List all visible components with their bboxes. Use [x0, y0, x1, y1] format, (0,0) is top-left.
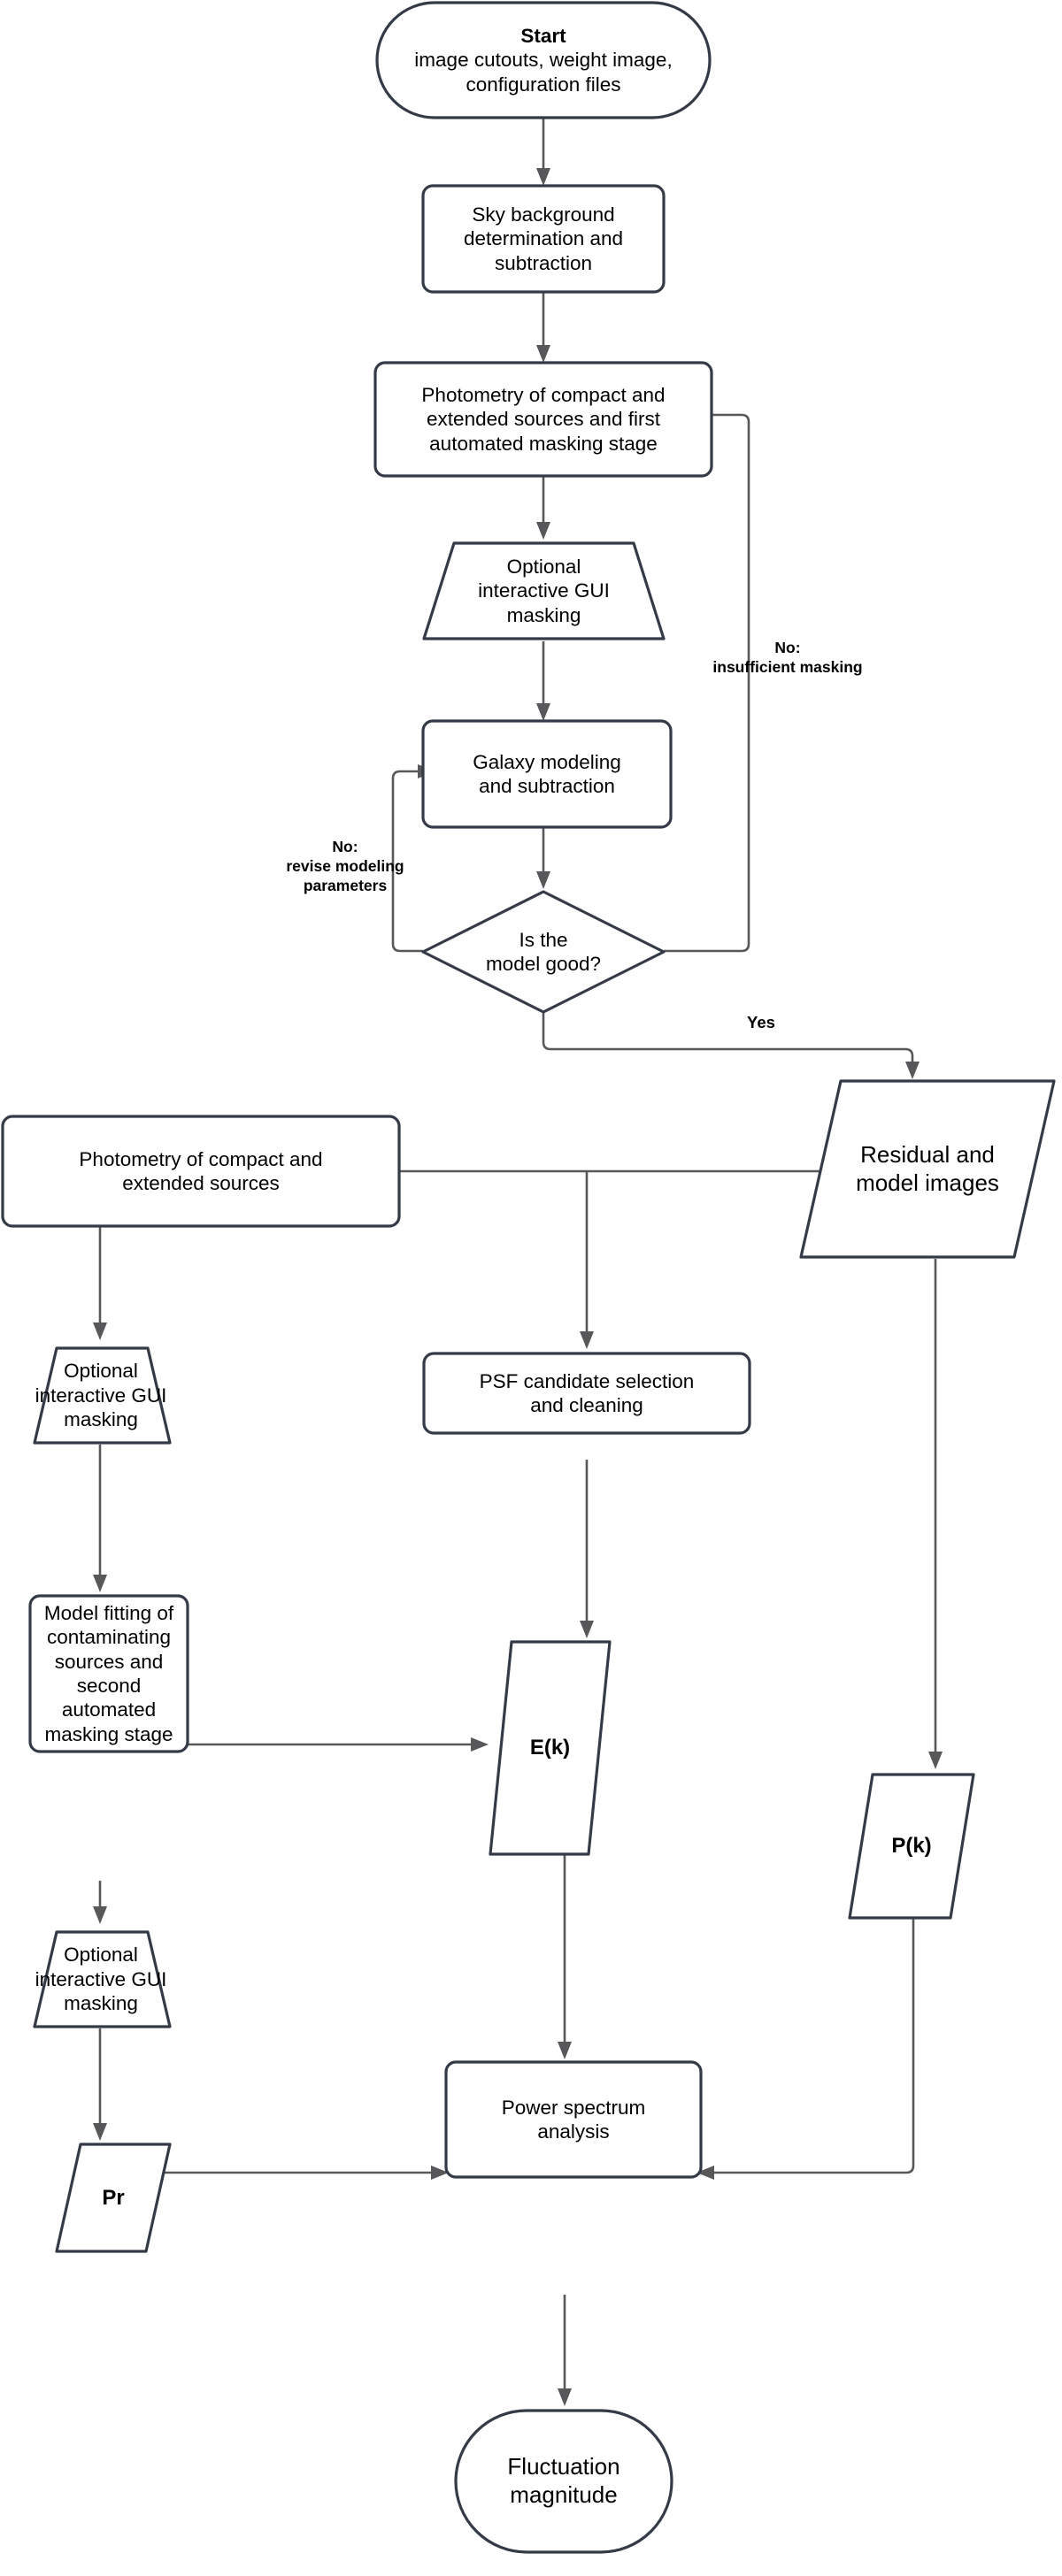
- arrowhead-psf: [580, 1331, 594, 1349]
- node-pk-shape[interactable]: [848, 1773, 975, 1920]
- node-gui-mask-1-shape[interactable]: [422, 541, 666, 640]
- arrowhead-gui1: [536, 522, 550, 540]
- edge-decision-no-loop: [391, 770, 423, 953]
- node-ek-shape[interactable]: [489, 1640, 612, 1856]
- arrowhead-fluctuation: [558, 2388, 572, 2406]
- node-pr-shape[interactable]: [55, 2143, 172, 2253]
- arrowhead-galaxy: [536, 703, 550, 721]
- arrowhead-gui3: [93, 1906, 107, 1924]
- node-start-shape[interactable]: [375, 1, 712, 119]
- node-residual-model-images-shape[interactable]: [799, 1079, 1056, 1259]
- arrowhead-pk: [928, 1752, 943, 1769]
- node-model-fitting-shape[interactable]: [28, 1594, 189, 1753]
- arrowhead-power-right: [696, 2166, 714, 2180]
- arrowhead-pr: [93, 2123, 107, 2141]
- arrowhead-modelfit: [93, 1575, 107, 1592]
- arrowhead-residual: [905, 1062, 920, 1079]
- arrowhead-decision: [536, 871, 550, 889]
- edge-decision-yes: [542, 1013, 914, 1065]
- edge-pk-to-power: [710, 1919, 915, 2174]
- node-photometry-first-shape[interactable]: [373, 361, 713, 478]
- arrowhead-ek-top: [580, 1621, 594, 1638]
- arrowhead-power-top: [558, 2042, 572, 2059]
- arrowhead-ek-left: [471, 1737, 489, 1752]
- node-psf-candidate-shape[interactable]: [422, 1352, 751, 1435]
- node-fluctuation-shape[interactable]: [454, 2409, 673, 2554]
- arrowhead-gui2: [93, 1322, 107, 1340]
- node-galaxy-modeling-shape[interactable]: [421, 719, 673, 829]
- node-photometry-second-shape[interactable]: [1, 1115, 401, 1228]
- arrowhead-sky: [536, 168, 550, 186]
- node-power-spectrum-shape[interactable]: [444, 2060, 703, 2179]
- arrowhead-photometry-first: [536, 345, 550, 363]
- node-model-good-shape[interactable]: [421, 890, 666, 1014]
- node-gui-mask-2-shape[interactable]: [33, 1346, 172, 1445]
- arrowhead-power-left: [431, 2166, 449, 2180]
- node-gui-mask-3-shape[interactable]: [33, 1930, 172, 2028]
- node-sky-background-shape[interactable]: [421, 184, 666, 294]
- edge-insufficient-masking-loop: [664, 413, 750, 953]
